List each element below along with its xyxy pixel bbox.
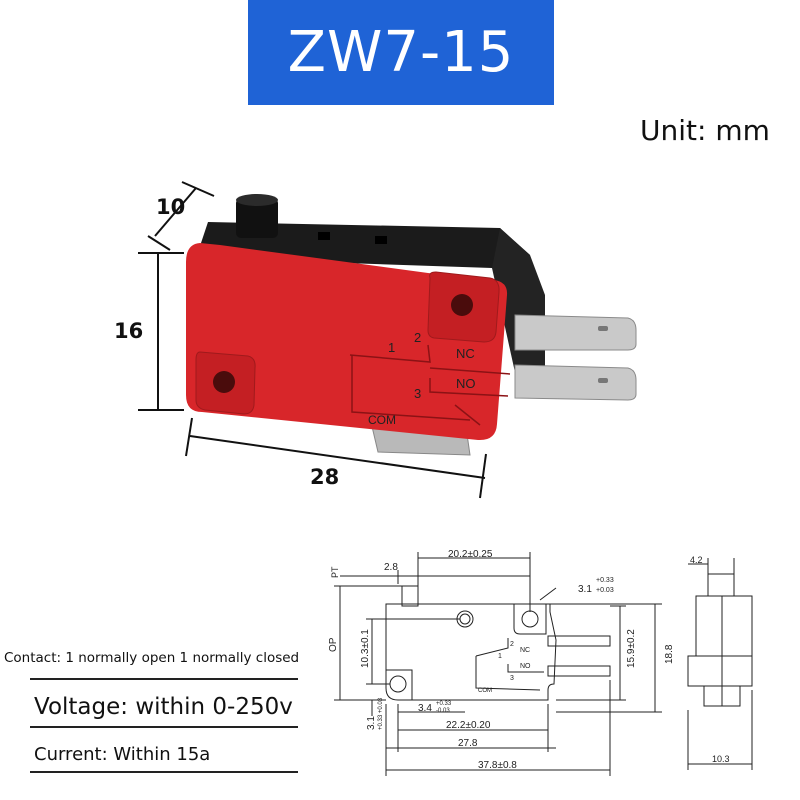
body-markings — [349, 344, 511, 426]
marking-no: NO — [456, 376, 476, 391]
side-view-drawing — [687, 558, 753, 770]
title-banner: ZW7-15 — [248, 0, 554, 105]
marking-nc: NC — [456, 346, 475, 361]
switch-photo: 1 2 3 NC NO COM — [186, 194, 637, 456]
label-nc: NC — [520, 647, 530, 654]
label-hole-tol-up: +0.33 — [596, 577, 614, 584]
label-3-4: 3.4 — [418, 703, 432, 714]
mount-hole-upper — [451, 294, 473, 316]
spec-current: Current: Within 15a — [34, 744, 210, 765]
label-pin-1: 1 — [498, 653, 502, 660]
label-3-1-left: 3.1 — [366, 716, 377, 730]
spec-voltage: Voltage: within 0-250v — [34, 694, 293, 720]
spec-contact: Contact: 1 normally open 1 normally clos… — [4, 650, 300, 666]
divider-line — [30, 726, 298, 728]
label-hole-tol-dn: +0.03 — [596, 587, 614, 594]
label-3-1-tol: +0.33 +0.03 — [378, 697, 384, 730]
terminal-no — [514, 364, 637, 401]
label-pt: PT — [330, 566, 340, 578]
label-10-3: 10.3±0.1 — [360, 629, 371, 668]
divider-line — [30, 678, 298, 680]
label-hole-3-1: 3.1 — [578, 584, 592, 595]
divider-line — [30, 771, 298, 773]
dim-depth: 10 — [156, 195, 185, 219]
label-4-2: 4.2 — [690, 555, 703, 565]
switch-red-body — [186, 243, 508, 441]
marking-com: COM — [368, 413, 396, 427]
spec-current-label: Current: — [34, 744, 108, 765]
marking-1: 1 — [388, 340, 395, 355]
marking-2: 2 — [414, 330, 421, 345]
dim-length: 28 — [310, 465, 339, 489]
actuator-plunger — [236, 198, 278, 238]
label-op: OP — [328, 637, 339, 652]
photo-dimension-lines — [138, 181, 487, 499]
label-no: NO — [520, 663, 531, 670]
label-2-8: 2.8 — [384, 562, 398, 573]
label-37-8: 37.8±0.8 — [478, 760, 517, 771]
mount-hole-lower — [213, 371, 235, 393]
label-com: COM — [478, 688, 492, 694]
spec-current-value: Within 15a — [113, 744, 211, 765]
unit-label: Unit: mm — [640, 114, 770, 147]
actuator-top — [236, 194, 278, 206]
terminal-hole — [598, 326, 608, 331]
label-pin-3: 3 — [510, 675, 514, 682]
label-pin-2: 2 — [510, 641, 514, 648]
label-18-8: 18.8 — [664, 644, 675, 664]
label-22-2: 22.2±0.20 — [446, 720, 491, 731]
marking-3: 3 — [414, 386, 421, 401]
switch-top-black — [196, 222, 530, 310]
top-slot — [375, 236, 387, 244]
label-27-8: 27.8 — [458, 738, 478, 749]
label-10-3-side: 10.3 — [712, 754, 730, 764]
top-slot — [318, 232, 330, 240]
label-3-4-tol-up: +0.33 — [436, 701, 452, 707]
terminal-nc — [514, 314, 637, 351]
switch-side-black — [492, 228, 545, 395]
product-title: ZW7-15 — [287, 20, 515, 85]
terminal-hole — [598, 378, 608, 383]
dim-height: 16 — [114, 319, 143, 343]
front-view-drawing — [334, 552, 662, 776]
front-view-labels: PT OP 2.8 20.2±0.25 3.1 +0.33 +0.03 10.3… — [328, 549, 675, 771]
label-3-4-tol-dn: -0.03 — [436, 708, 450, 714]
label-15-9: 15.9±0.2 — [626, 629, 637, 668]
label-20-2: 20.2±0.25 — [448, 549, 493, 560]
